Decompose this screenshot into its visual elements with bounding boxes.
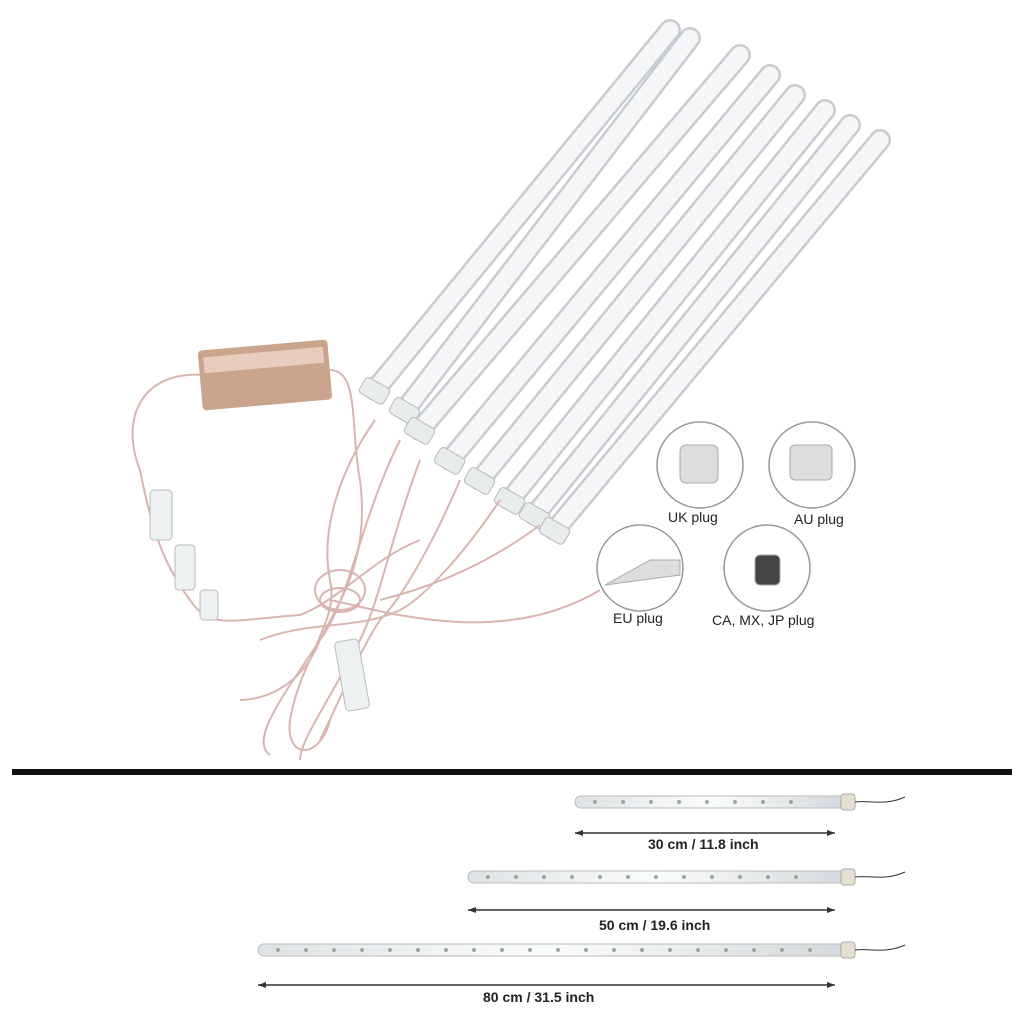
tube-cap	[358, 377, 391, 405]
tube-cap	[493, 487, 526, 515]
size-tube	[257, 943, 846, 957]
tube-cap	[463, 467, 496, 495]
wires	[131, 369, 601, 761]
meteor-tubes	[358, 19, 891, 545]
size-30cm-label: 30 cm / 11.8 inch	[648, 836, 759, 852]
tube-cap	[433, 447, 466, 475]
connectors	[149, 489, 370, 712]
size-50cm-label: 50 cm / 19.6 inch	[599, 917, 711, 933]
us-plug-label: CA, MX, JP plug	[712, 612, 815, 628]
au-plug-label: AU plug	[794, 511, 844, 527]
size-80cm-label: 80 cm / 31.5 inch	[483, 989, 595, 1005]
size-tube	[574, 795, 846, 809]
uk-plug-label: UK plug	[668, 509, 718, 525]
tube-cap	[538, 517, 571, 545]
tube-cap	[403, 417, 436, 445]
power-driver	[197, 339, 333, 411]
size-tubes	[257, 793, 906, 988]
eu-plug-label: EU plug	[613, 610, 663, 626]
